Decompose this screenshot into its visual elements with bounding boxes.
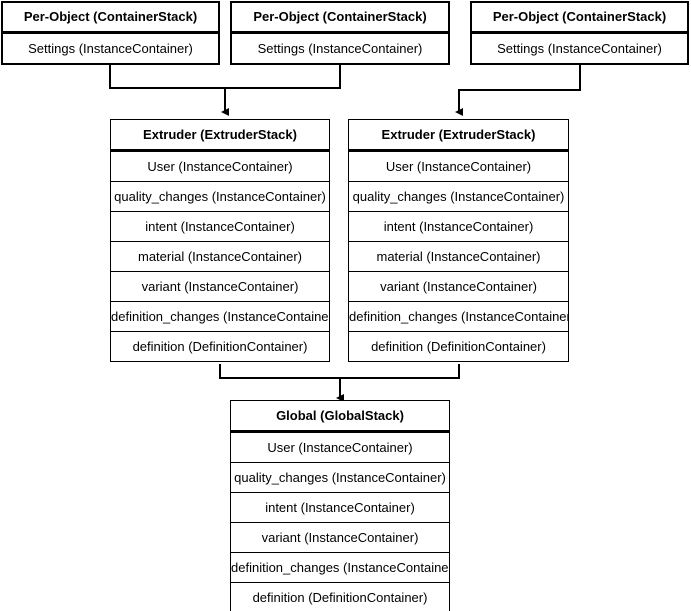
stack-per-object-2[interactable]: Per-Object (ContainerStack) Settings (In… [230, 1, 450, 65]
container-row[interactable]: definition (DefinitionContainer) [111, 331, 329, 361]
stack-header: Global (GlobalStack) [231, 401, 449, 432]
container-row[interactable]: definition_changes (InstanceContainer) [231, 552, 449, 582]
container-row[interactable]: definition_changes (InstanceContainer) [111, 301, 329, 331]
stack-extruder-2[interactable]: Extruder (ExtruderStack) User (InstanceC… [348, 119, 569, 362]
container-row[interactable]: quality_changes (InstanceContainer) [231, 462, 449, 492]
container-row[interactable]: definition (DefinitionContainer) [231, 582, 449, 611]
container-row[interactable]: material (InstanceContainer) [111, 241, 329, 271]
container-row[interactable]: Settings (InstanceContainer) [472, 33, 687, 63]
container-row[interactable]: User (InstanceContainer) [349, 151, 568, 181]
stack-header: Per-Object (ContainerStack) [3, 3, 218, 33]
container-row[interactable]: User (InstanceContainer) [111, 151, 329, 181]
wire-extruder-1-to-global [219, 364, 340, 379]
container-row[interactable]: intent (InstanceContainer) [349, 211, 568, 241]
container-row[interactable]: variant (InstanceContainer) [111, 271, 329, 301]
container-row[interactable]: quality_changes (InstanceContainer) [111, 181, 329, 211]
container-row[interactable]: User (InstanceContainer) [231, 432, 449, 462]
container-row[interactable]: definition (DefinitionContainer) [349, 331, 568, 361]
container-row[interactable]: Settings (InstanceContainer) [3, 33, 218, 63]
container-row[interactable]: variant (InstanceContainer) [349, 271, 568, 301]
stack-global[interactable]: Global (GlobalStack) User (InstanceConta… [230, 400, 450, 611]
container-row[interactable]: Settings (InstanceContainer) [232, 33, 448, 63]
stack-header: Per-Object (ContainerStack) [472, 3, 687, 33]
stack-per-object-1[interactable]: Per-Object (ContainerStack) Settings (In… [1, 1, 220, 65]
stack-header: Extruder (ExtruderStack) [111, 120, 329, 151]
wire-per-object-3-to-extruder-2 [455, 60, 581, 116]
stack-header: Per-Object (ContainerStack) [232, 3, 448, 33]
container-row[interactable]: quality_changes (InstanceContainer) [349, 181, 568, 211]
container-row[interactable]: variant (InstanceContainer) [231, 522, 449, 552]
wire-extruder-2-to-global [340, 364, 460, 379]
container-row[interactable]: intent (InstanceContainer) [231, 492, 449, 522]
stack-extruder-1[interactable]: Extruder (ExtruderStack) User (InstanceC… [110, 119, 330, 362]
container-row[interactable]: definition_changes (InstanceContainer) [349, 301, 568, 331]
container-row[interactable]: intent (InstanceContainer) [111, 211, 329, 241]
stack-per-object-3[interactable]: Per-Object (ContainerStack) Settings (In… [470, 1, 689, 65]
stack-header: Extruder (ExtruderStack) [349, 120, 568, 151]
container-row[interactable]: material (InstanceContainer) [349, 241, 568, 271]
